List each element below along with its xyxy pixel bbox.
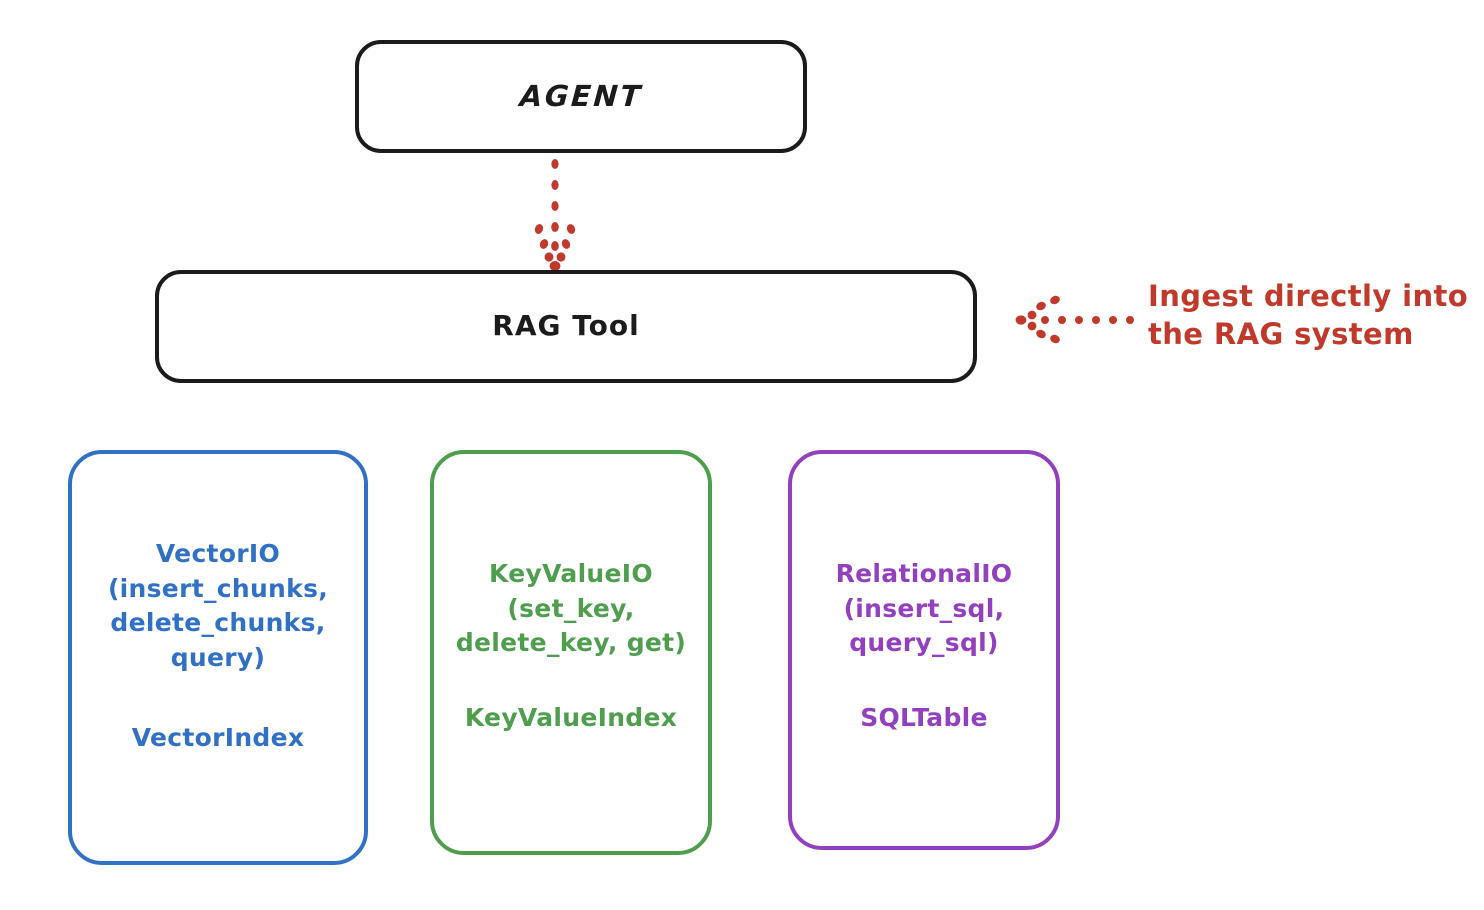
dotted-arrow-down-icon [534,159,576,271]
keyvalue-store-api-label: KeyValueIO (set_key, delete_key, get) [455,559,687,657]
relational-store-node[interactable]: RelationalIO (insert_sql, query_sql) SQL… [788,450,1060,850]
rag-tool-node[interactable]: RAG Tool [155,270,977,383]
relational-store-index-label: SQLTable [860,702,988,732]
agent-node-label: AGENT [518,79,644,114]
rag-tool-node-label: RAG Tool [492,309,640,343]
keyvalue-store-index-label: KeyValueIndex [464,702,678,732]
relational-store-api-label: RelationalIO (insert_sql, query_sql) [835,559,1013,657]
vector-store-node[interactable]: VectorIO (insert_chunks, delete_chunks, … [68,450,368,865]
dotted-arrow-left-icon [1015,295,1134,344]
keyvalue-store-node[interactable]: KeyValueIO (set_key, delete_key, get) Ke… [430,450,712,855]
agent-node[interactable]: AGENT [355,40,807,153]
vector-store-api-label: VectorIO (insert_chunks, delete_chunks, … [107,539,329,672]
ingest-annotation-label: Ingest directly into the RAG system [1148,279,1469,351]
vector-store-index-label: VectorIndex [131,723,305,752]
